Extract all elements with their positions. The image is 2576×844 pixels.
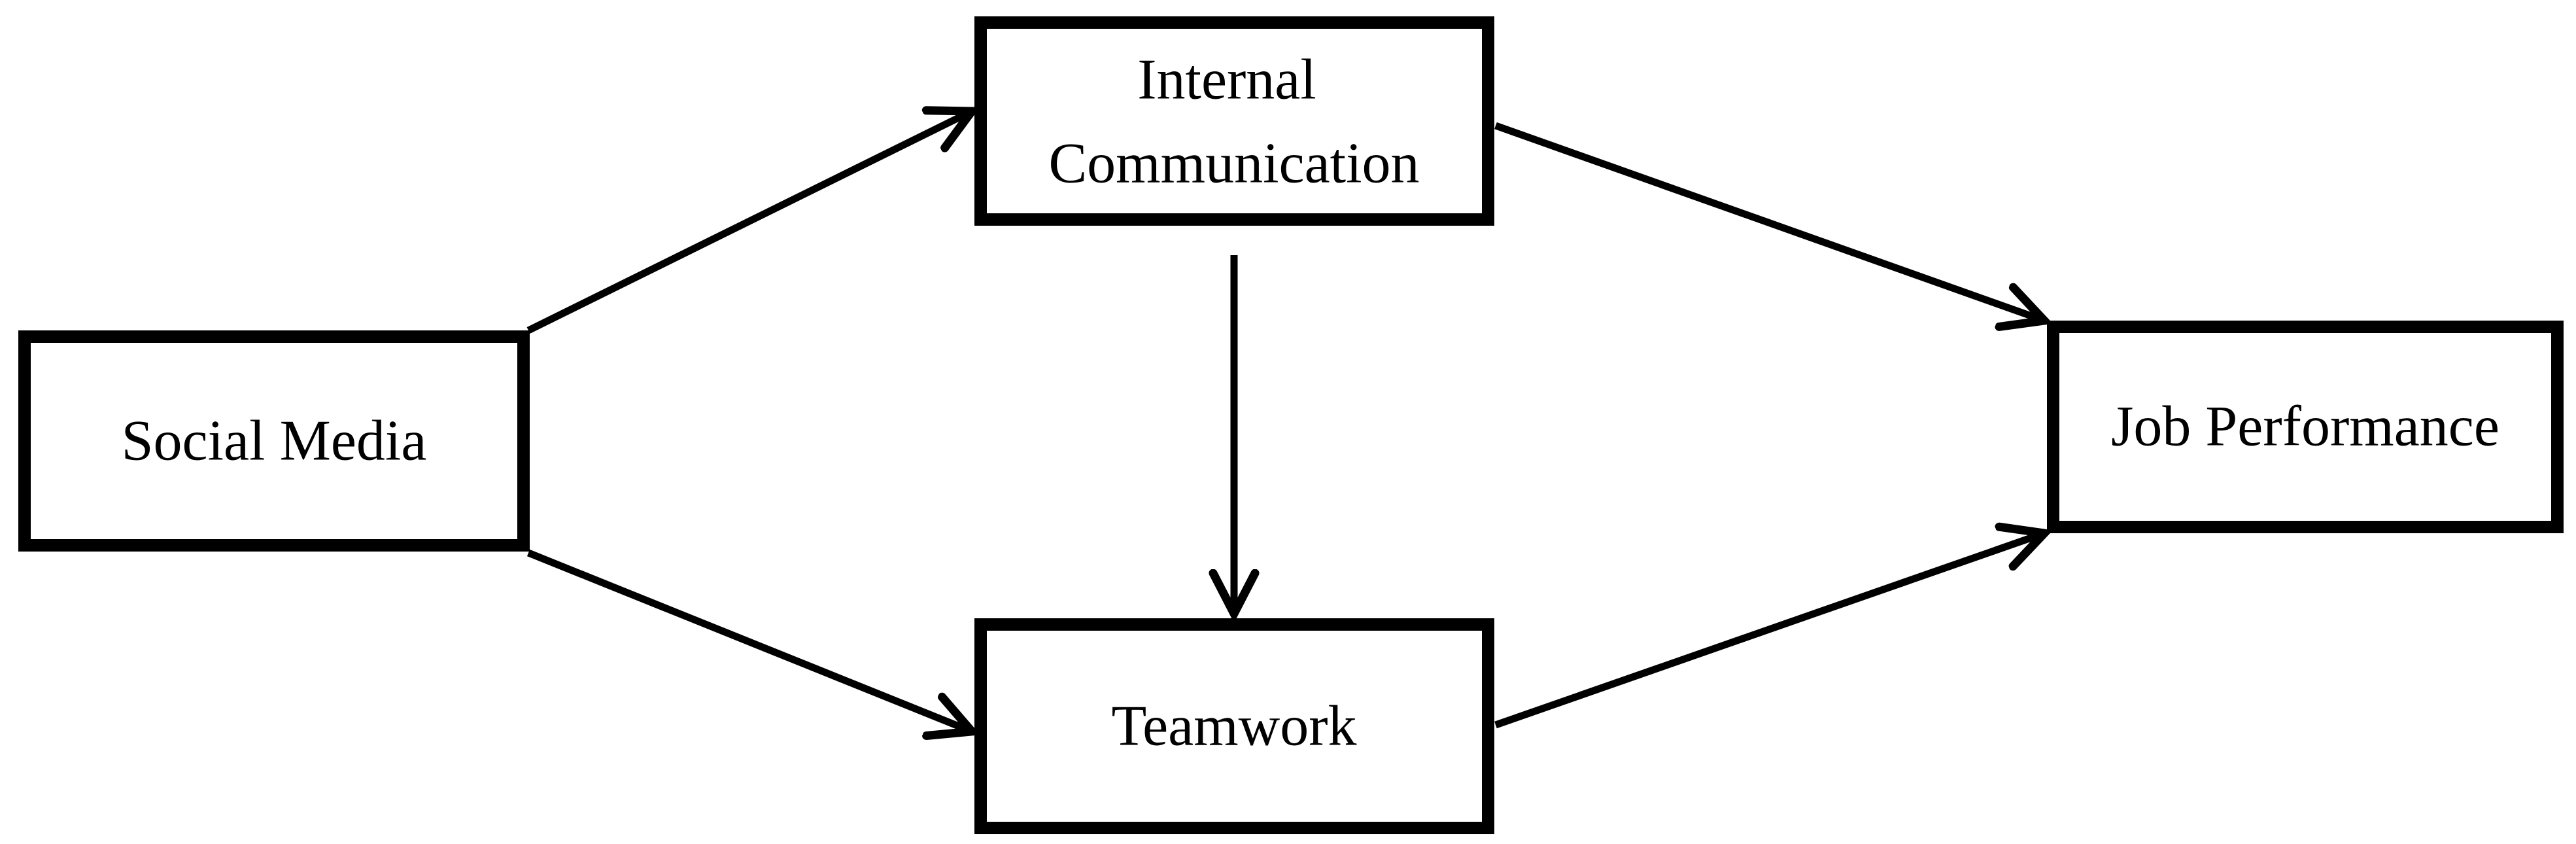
node-label-teamwork: Teamwork (1111, 695, 1356, 758)
node-box-internal-communication (974, 16, 1494, 226)
node-label-internal-line1: Internal (1137, 48, 1316, 112)
edge-internal-communication-to-job-performance (1494, 122, 2044, 321)
node-label-internal-communication: Internal Communication (1048, 29, 1419, 196)
edge-layer (526, 111, 2044, 731)
node-job-performance: Job Performance (2047, 321, 2564, 533)
edge-social-media-to-teamwork (526, 549, 972, 731)
node-box-teamwork (974, 618, 1494, 834)
node-box-social-media (18, 330, 530, 552)
node-label-job-performance: Job Performance (2111, 395, 2499, 459)
node-box-job-performance (2047, 321, 2564, 533)
node-label-internal-line2: Communication (1048, 132, 1419, 196)
node-social-media: Social Media (18, 330, 530, 552)
node-internal-communication: Internal Communication (974, 16, 1494, 226)
edge-teamwork-to-job-performance (1494, 533, 2044, 729)
node-teamwork: Teamwork (974, 618, 1494, 834)
edge-social-media-to-internal-communication (526, 111, 972, 334)
node-label-social-media: Social Media (122, 410, 427, 473)
